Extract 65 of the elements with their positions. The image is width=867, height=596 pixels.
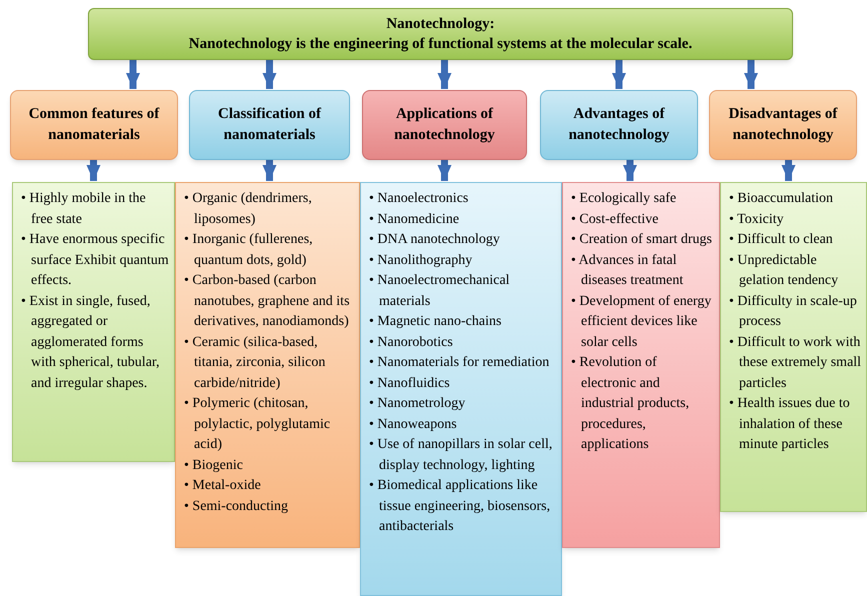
bullet-item: • Highly mobile in the free state — [21, 190, 147, 228]
header-box — [709, 90, 857, 160]
bullet-item: • Inorganic (fullerenes, quantum dots, gold) — [184, 231, 314, 270]
arrow — [262, 160, 276, 181]
arrow — [623, 160, 637, 181]
header-text: Applications of nanotechnology — [393, 105, 496, 145]
bullet-item: • Metal-oxide — [184, 477, 262, 495]
bullet-item: • Exist in single, fused, aggregated or agglomerated forms with spherical, tubular, and irregular shapes. — [21, 292, 161, 392]
bullet-item: • Polymeric (chitosan, polylactic, polyglutamic acid) — [184, 395, 332, 454]
arrow — [438, 160, 452, 181]
header-text: Advantages of nanotechnology — [568, 105, 670, 145]
bullet-item: • Nanomedicine — [369, 210, 460, 228]
title-text: Nanotechnology is the engineering of functional systems at the molecular scale. — [188, 35, 692, 54]
bullet-item: • Biogenic — [184, 456, 244, 474]
bullet-item: • Toxicity — [729, 210, 785, 228]
bullet-item: • Magnetic nano-chains — [369, 313, 502, 331]
bullet-item: • DNA nanotechnology — [369, 231, 501, 249]
list-box — [360, 182, 562, 596]
header-box — [540, 90, 698, 160]
bullet-item: • Creation of smart drugs — [571, 231, 713, 249]
header-text: Disadvantages of nanotechnology — [728, 105, 838, 145]
header-box — [362, 90, 527, 160]
arrow — [782, 160, 796, 181]
bullet-item: • Carbon-based (carbon nanotubes, graphene and its derivatives, nanodiamonds) — [184, 272, 351, 331]
list-box — [175, 182, 360, 548]
title-text: Nanotechnology: — [386, 15, 495, 34]
bullet-item: • Development of energy efficient devices like solar cells — [571, 292, 712, 352]
arrow — [438, 60, 452, 89]
bullet-item: • Health issues due to inhalation of these minute particles — [729, 395, 851, 454]
header-text: Common features of nanomaterials — [28, 105, 160, 145]
bullet-item: • Ceramic (silica-based, titania, zirconia, silicon carbide/nitride) — [184, 334, 326, 392]
bullet-item: • Nanoelectronics — [369, 190, 470, 208]
arrow — [126, 60, 140, 89]
bullet-item: • Nanomaterials for remediation — [369, 354, 550, 372]
bullet-item: • Ecologically safe — [571, 190, 678, 208]
list-box — [12, 182, 175, 462]
bullet-item: • Difficult to work with these extremely small particles — [729, 334, 862, 392]
header-box — [189, 90, 350, 160]
bullet-item: • Nanometrology — [369, 395, 466, 413]
bullet-item: • Revolution of electronic and industrial products, procedures, applications — [571, 354, 690, 454]
arrow — [744, 60, 758, 89]
bullet-item: • Biomedical applications like tissue engineering, biosensors, antibacterials — [369, 477, 552, 536]
bullet-item: • Nanoelectromechanical materials — [369, 272, 511, 310]
bullet-item: • Cost-effective — [571, 210, 660, 228]
arrow — [262, 60, 276, 89]
bullet-item: • Bioaccumulation — [729, 190, 834, 208]
header-text: Classification of nanomaterials — [217, 105, 322, 145]
list-box — [562, 182, 720, 548]
bullet-item: • Advances in fatal diseases treatment — [571, 252, 684, 290]
bullet-item: • Nanorobotics — [369, 334, 454, 352]
bullet-item: • Semi-conducting — [184, 498, 290, 516]
bullet-item: • Unpredictable gelation tendency — [729, 252, 840, 290]
title-box — [88, 8, 793, 60]
arrow — [612, 60, 626, 89]
arrow — [86, 160, 100, 181]
bullet-item: • Organic (dendrimers, liposomes) — [184, 190, 313, 228]
bullet-item: • Nanoweapons — [369, 416, 458, 434]
list-box — [720, 182, 867, 512]
bullet-item: • Use of nanopillars in solar cell, display technology, lighting — [369, 436, 554, 474]
bullet-item: • Nanolithography — [369, 252, 474, 270]
header-box — [10, 90, 178, 160]
bullet-item: • Have enormous specific surface Exhibit quantum effects. — [21, 231, 170, 290]
bullet-item: • Difficult to clean — [729, 231, 834, 249]
bullet-item: • Nanofluidics — [369, 374, 451, 392]
bullet-item: • Difficulty in scale-up process — [729, 292, 858, 331]
